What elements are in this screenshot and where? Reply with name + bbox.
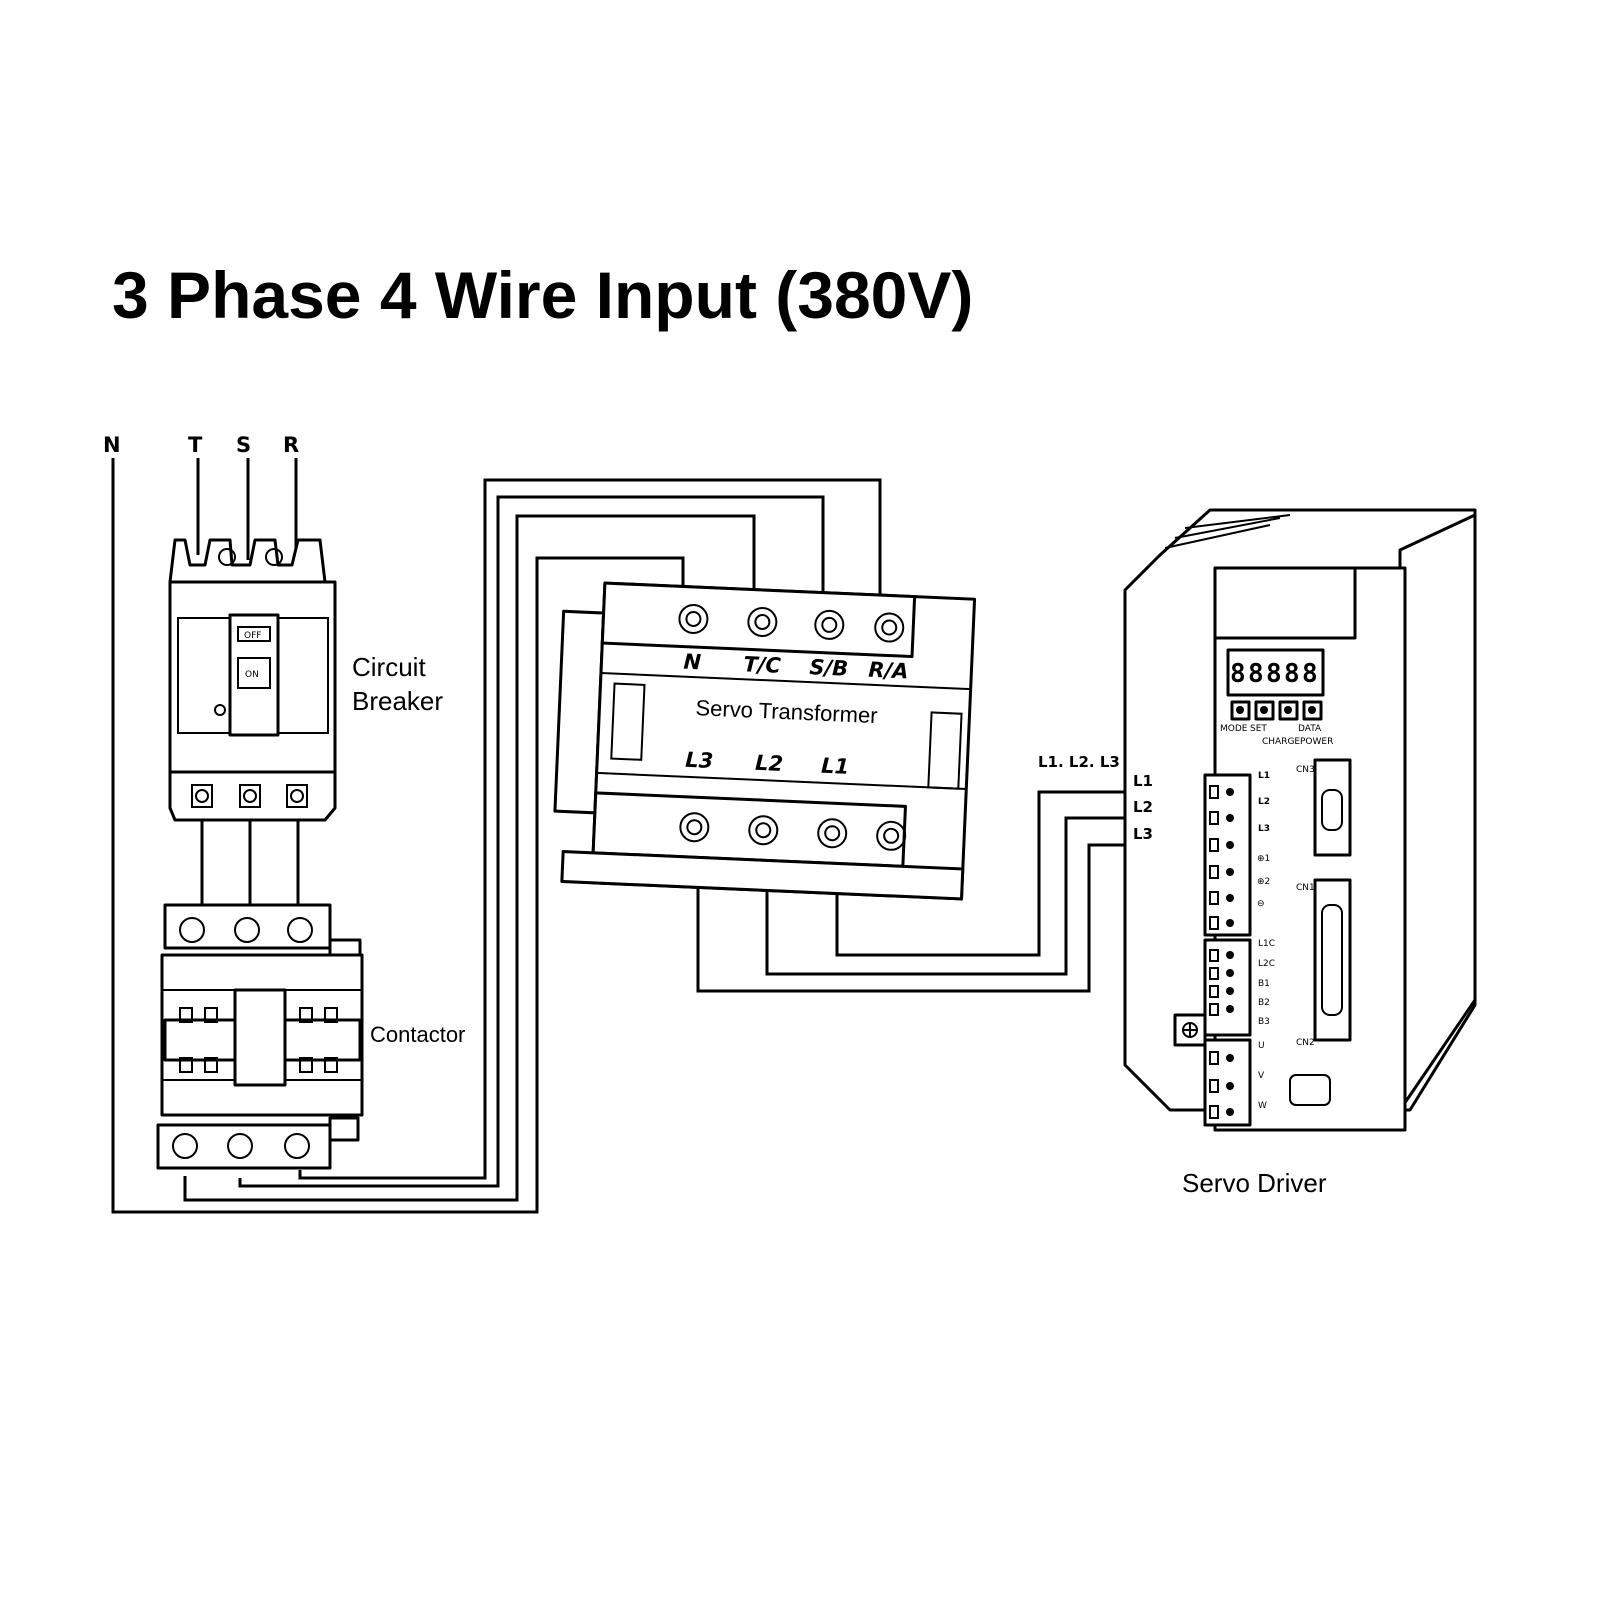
transformer-terminal-tc: T/C [743,652,782,678]
control-terminal-slots [1209,949,1234,1016]
motor-terminal-slots [1209,1051,1234,1119]
indicator-label-charge: CHARGE [1262,737,1300,747]
transformer-terminal-l3: L3 [685,748,714,773]
control-terminal-b2: B2 [1258,998,1270,1008]
diagram-title: 3 Phase 4 Wire Input (380V) [112,258,973,332]
circuit-breaker: OFF ON [168,538,337,822]
power-terminal-slots [1209,785,1234,930]
display-digit-5: 8 [1302,659,1318,689]
servo-transformer: N T/C S/B R/A Servo Transformer L3 L2 L1 [553,581,977,901]
power-terminal-n: ⊖ [1257,899,1265,909]
display-digit-3: 8 [1266,659,1282,689]
transformer-terminal-sb: S/B [809,655,849,681]
transformer-terminal-l1: L1 [821,754,850,779]
button-label-mode: MODE [1220,724,1248,734]
motor-terminal-v: V [1258,1071,1265,1081]
button-label-set: SET [1250,724,1267,734]
contactor-label: Contactor [370,1022,465,1047]
display-digit-4: 8 [1284,659,1300,689]
wire-contactor-to-sb [238,495,825,1188]
control-terminal-l2c: L2C [1258,959,1275,969]
connector-cn1: CN1 [1296,883,1315,893]
indicator-label-power: POWER [1300,737,1333,747]
power-terminal-l1: L1 [1258,771,1270,781]
transformer-terminal-ra: R/A [868,658,909,684]
power-terminal-l2: L2 [1258,797,1270,807]
transformer-terminal-n: N [683,650,702,675]
power-terminal-p1: ⊕1 [1257,854,1270,864]
phase-label-t: T [188,433,203,457]
power-terminal-p2: ⊕2 [1257,877,1270,887]
servo-input-label-l2: L2 [1133,798,1153,816]
transformer-terminal-l2: L2 [755,751,784,776]
motor-terminal-u: U [1258,1041,1265,1051]
connector-cn2: CN2 [1296,1038,1315,1048]
button-label-data: DATA [1298,724,1322,734]
display-digit-2: 8 [1248,659,1264,689]
servo-input-label-l3: L3 [1133,825,1153,843]
neutral-wire [111,458,685,1214]
wire-l1-out [835,790,1200,957]
circuit-breaker-label-line1: Circuit [352,652,426,682]
control-terminal-b1: B1 [1258,979,1270,989]
display-digit-1: 8 [1230,659,1246,689]
breaker-off-label: OFF [244,631,261,641]
motor-terminal-w: W [1258,1101,1267,1111]
phase-label-n: N [103,433,121,457]
power-terminal-l3: L3 [1258,824,1270,834]
transformer-output-screws [679,812,907,851]
servo-driver: 8 8 8 8 8 MODE SET DATA CHARGE POWER L1 … [1123,508,1477,1132]
breaker-on-label: ON [245,670,259,680]
servo-input-wire-label: L1. L2. L3 [1038,753,1120,771]
phase-label-s: S [236,433,251,457]
transformer-input-screws [678,603,905,643]
wire-contactor-to-tc [183,514,756,1202]
servo-driver-label: Servo Driver [1182,1168,1327,1198]
control-terminal-b3: B3 [1258,1017,1270,1027]
connector-cn3: CN3 [1296,765,1315,775]
phase-label-r: R [283,433,299,457]
wire-l2-out [765,816,1200,976]
circuit-breaker-label-line2: Breaker [352,686,443,716]
servo-input-label-l1: L1 [1133,772,1153,790]
control-terminal-l1c: L1C [1258,939,1275,949]
contactor [156,903,364,1170]
wire-contactor-to-ra [298,478,882,1180]
